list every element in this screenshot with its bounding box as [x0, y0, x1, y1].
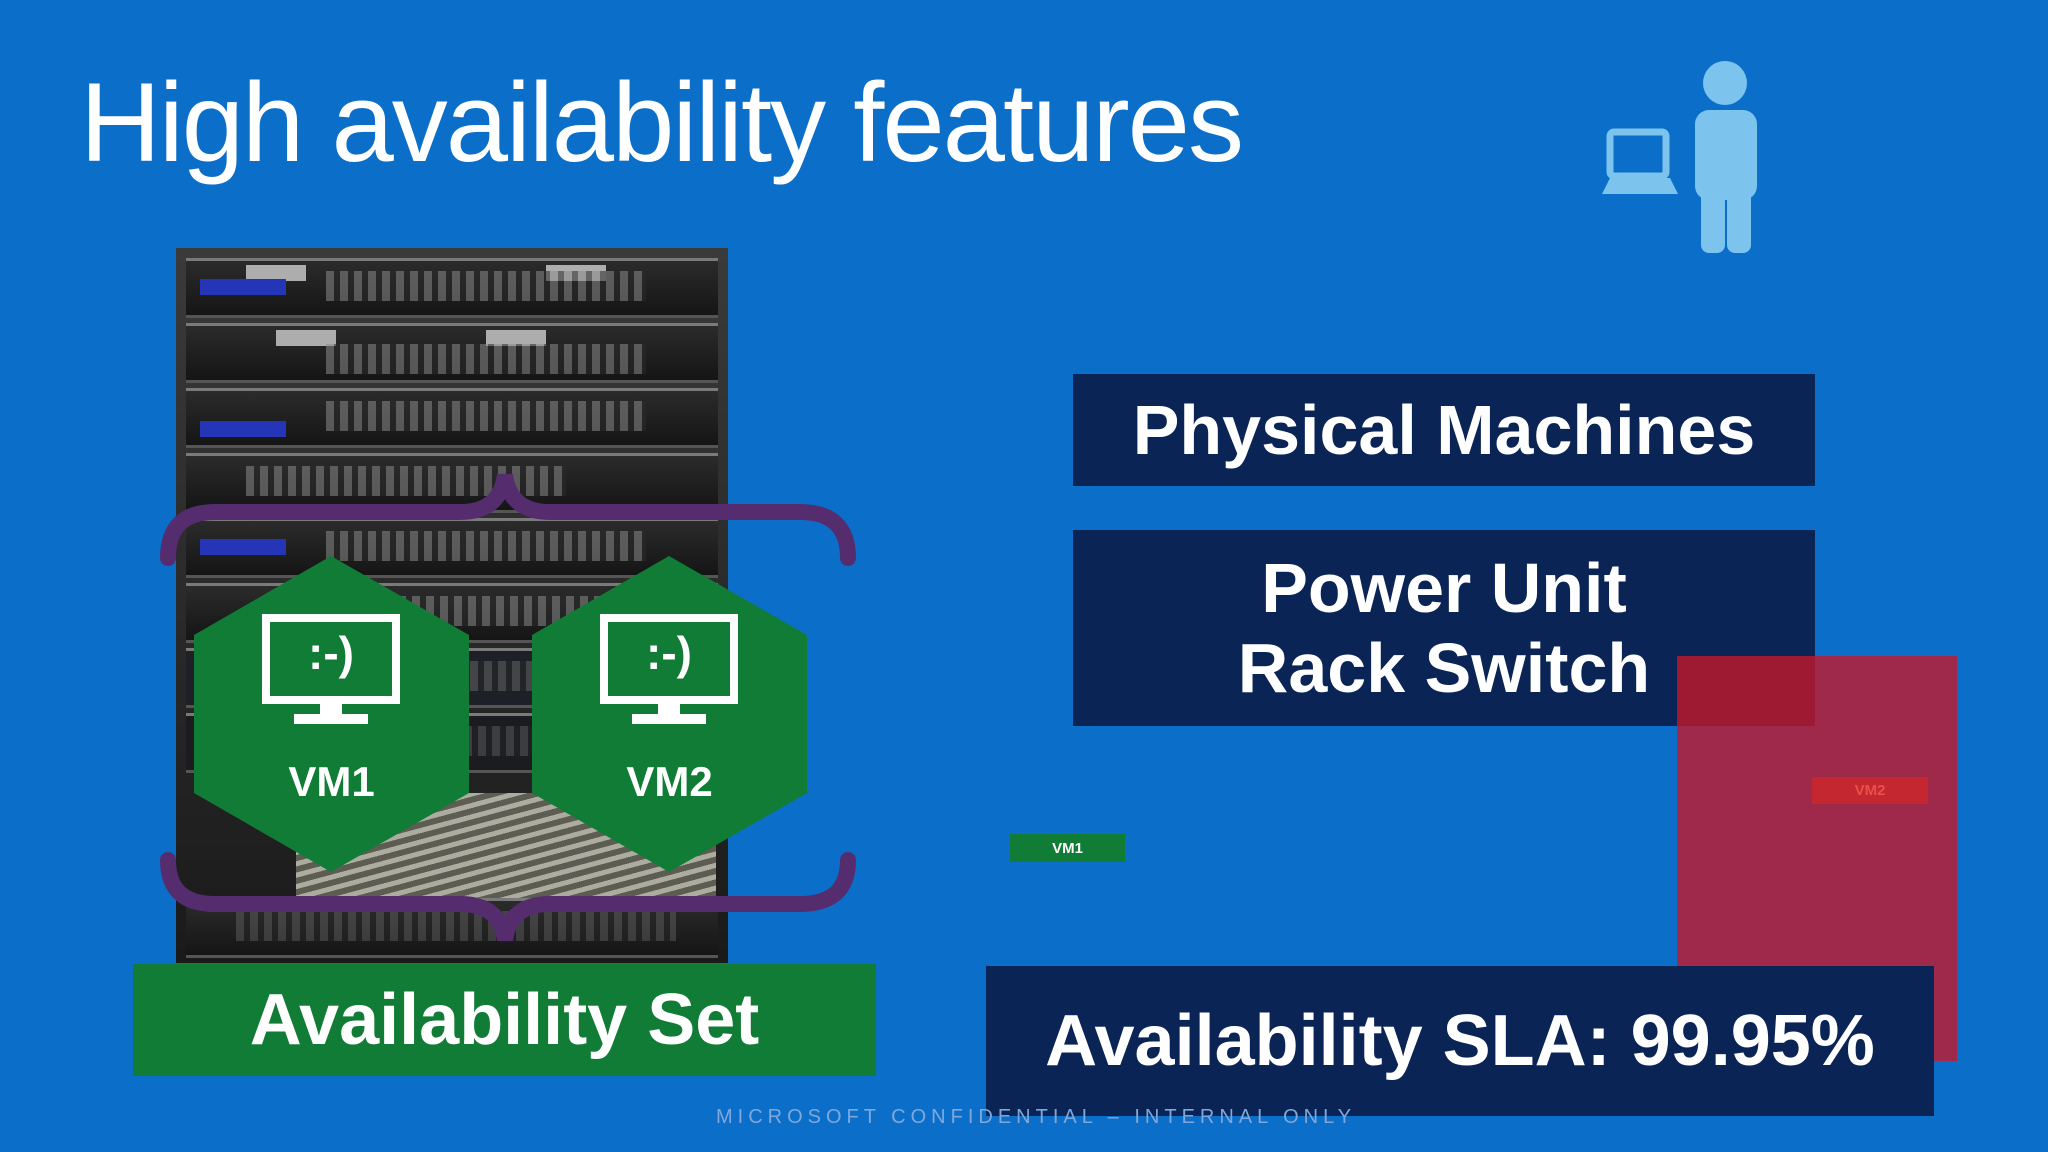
user-with-laptop-icon [1600, 60, 1760, 264]
vm1-hexagon: :-) VM1 [194, 556, 469, 872]
availability-sla-box: Availability SLA: 99.95% [986, 966, 1934, 1116]
physical-machines-label: Physical Machines [1132, 391, 1756, 469]
monitor-icon [262, 614, 400, 724]
availability-set-brace [160, 473, 856, 942]
small-vm2-label: VM2 [1812, 777, 1928, 804]
rack-switch-label: Rack Switch [1237, 629, 1651, 707]
small-vm1-label: VM1 [1010, 834, 1125, 862]
vm2-label: VM2 [626, 758, 713, 805]
vm2-screen-text: :-) [646, 627, 692, 679]
slide-title: High availability features [80, 60, 1244, 185]
vm1-label: VM1 [288, 758, 375, 805]
monitor-icon [600, 614, 738, 724]
power-unit-label: Power Unit [1261, 549, 1627, 627]
confidential-footer: MICROSOFT CONFIDENTIAL – INTERNAL ONLY [716, 1106, 1357, 1128]
availability-sla-label: Availability SLA: 99.95% [1045, 1001, 1875, 1081]
vm1-screen-text: :-) [308, 627, 354, 679]
physical-machines-box: Physical Machines [1073, 374, 1815, 486]
availability-set-label: Availability Set [133, 964, 876, 1076]
power-unit-rack-switch-box: Power Unit Rack Switch [1073, 530, 1815, 726]
vm2-hexagon: :-) VM2 [532, 556, 807, 872]
